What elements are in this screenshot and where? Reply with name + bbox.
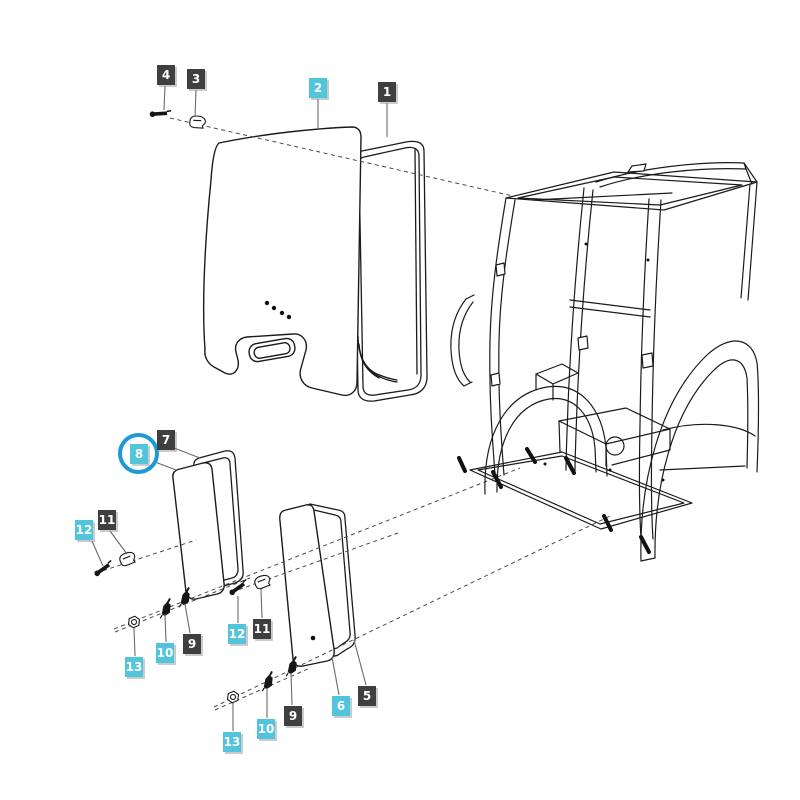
cab-frame-shape [450,162,760,562]
part-label-11-right[interactable]: 11 [253,619,271,639]
part-label-8-highlighted[interactable]: 8 [130,444,148,464]
right-lower-glass-shape [279,504,335,667]
part-label-4[interactable]: 4 [157,65,175,85]
part-label-2[interactable]: 2 [309,78,327,98]
clip-icon [252,573,273,591]
part-label-12-right[interactable]: 12 [228,624,246,644]
nut-icon [224,689,242,705]
part-label-5[interactable]: 5 [358,686,376,706]
part-label-9-left[interactable]: 9 [183,634,201,654]
clip-icon [117,550,138,568]
part-label-1[interactable]: 1 [378,82,396,102]
part-label-13-left[interactable]: 13 [125,657,143,677]
part-label-6[interactable]: 6 [332,696,350,716]
part-label-12-left[interactable]: 12 [75,520,93,540]
windshield-seal-shape [353,140,428,402]
part-label-13-right[interactable]: 13 [223,732,241,752]
part-label-9-right[interactable]: 9 [284,706,302,726]
clip-icon [188,114,207,130]
part-label-10-left[interactable]: 10 [156,643,174,663]
highlight-ring [118,433,159,474]
part-label-11-left[interactable]: 11 [98,510,116,530]
part-label-7[interactable]: 7 [157,430,175,450]
part-label-10-right[interactable]: 10 [257,719,275,739]
nut-icon [125,614,143,630]
windshield-glass-shape [202,126,362,397]
left-lower-glass-shape [172,462,225,600]
screw-icon [91,559,116,578]
part-label-3[interactable]: 3 [187,69,205,89]
screw-icon [148,105,172,122]
leader-lines [91,85,388,731]
